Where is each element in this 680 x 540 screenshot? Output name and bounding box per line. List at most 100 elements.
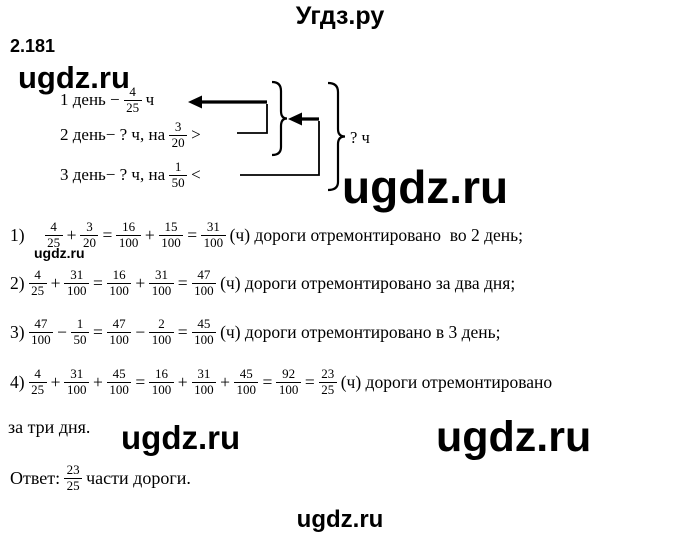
fraction-denominator: 100 — [276, 381, 301, 398]
fraction-denominator: 50 — [169, 174, 188, 191]
fraction-numerator: 1 — [76, 315, 84, 331]
fraction-numerator: 2 — [158, 315, 165, 331]
fraction-denominator: 100 — [201, 234, 226, 251]
fraction-denominator: 50 — [70, 331, 89, 348]
watermark-top-left: ugdz.ru — [18, 60, 130, 95]
fraction-denominator: 100 — [106, 331, 132, 348]
fraction-numerator: 92 — [282, 365, 296, 381]
math-text: 4) — [10, 371, 25, 392]
fraction-numerator: 16 — [122, 218, 136, 234]
math-text: = — [177, 272, 188, 293]
fraction-denominator: 25 — [318, 381, 337, 398]
fraction-numerator: 45 — [239, 365, 253, 381]
fraction-numerator: 23 — [66, 461, 80, 477]
fraction-denominator: 100 — [233, 381, 259, 398]
fraction-numerator: 4 — [50, 218, 57, 234]
fraction-numerator: 4 — [129, 83, 136, 99]
math-text: 2) — [10, 272, 25, 293]
math-text: + — [50, 371, 61, 392]
fraction-denominator: 100 — [106, 282, 132, 299]
arrowhead-day1-icon — [188, 95, 202, 109]
fraction-denominator: 20 — [80, 234, 99, 251]
math-text: + — [66, 224, 77, 245]
math-text: + — [50, 272, 61, 293]
math-text: + — [177, 371, 188, 392]
math-text: = — [187, 224, 198, 245]
fraction-numerator: 4 — [34, 365, 41, 381]
watermark-footer: ugdz.ru — [296, 506, 384, 533]
fraction-denominator: 25 — [44, 234, 63, 251]
math-text: + — [135, 272, 146, 293]
fraction-numerator: 45 — [112, 365, 126, 381]
watermark-bottom-right: ugdz.ru — [436, 413, 592, 461]
brace-all-days-icon — [327, 81, 346, 192]
math-text: > — [191, 125, 201, 144]
fraction-denominator: 25 — [28, 282, 47, 299]
fraction-denominator: 100 — [149, 381, 174, 398]
math-text: (ч) дороги отремонтировано во 2 день; — [229, 224, 524, 245]
fraction-numerator: 47 — [34, 315, 48, 331]
fraction-numerator: 16 — [154, 365, 168, 381]
math-text: Ответ: — [10, 467, 61, 488]
math-text: = — [262, 371, 273, 392]
math-text: ч — [145, 90, 155, 109]
step4-continuation: за три дня. — [8, 417, 91, 437]
fraction-denominator: 20 — [169, 134, 188, 151]
fraction-numerator: 31 — [206, 218, 220, 234]
diagram-total-hours-label: ? ч — [350, 128, 370, 147]
fraction-denominator: 100 — [149, 282, 174, 299]
math-text: = — [135, 371, 146, 392]
fraction-numerator: 31 — [70, 365, 84, 381]
fraction-denominator: 100 — [64, 282, 89, 299]
math-text: + — [220, 371, 230, 392]
math-text: = — [92, 321, 103, 342]
page-title: Угдз.ру — [295, 2, 385, 30]
fraction-numerator: 31 — [70, 266, 84, 282]
fraction-numerator: 15 — [164, 218, 178, 234]
fraction-denominator: 100 — [106, 381, 132, 398]
fraction-numerator: 4 — [34, 266, 41, 282]
math-text: 1 день − — [60, 90, 120, 109]
fraction-numerator: 23 — [321, 365, 335, 381]
arrow-day2-connector — [237, 104, 268, 134]
fraction-denominator: 25 — [28, 381, 47, 398]
fraction-numerator: 1 — [174, 158, 182, 174]
math-text: + — [92, 371, 103, 392]
fraction-numerator: 31 — [154, 266, 168, 282]
math-text: < — [191, 165, 201, 184]
watermark-mid-right: ugdz.ru — [342, 161, 509, 213]
fraction-numerator: 47 — [197, 266, 211, 282]
